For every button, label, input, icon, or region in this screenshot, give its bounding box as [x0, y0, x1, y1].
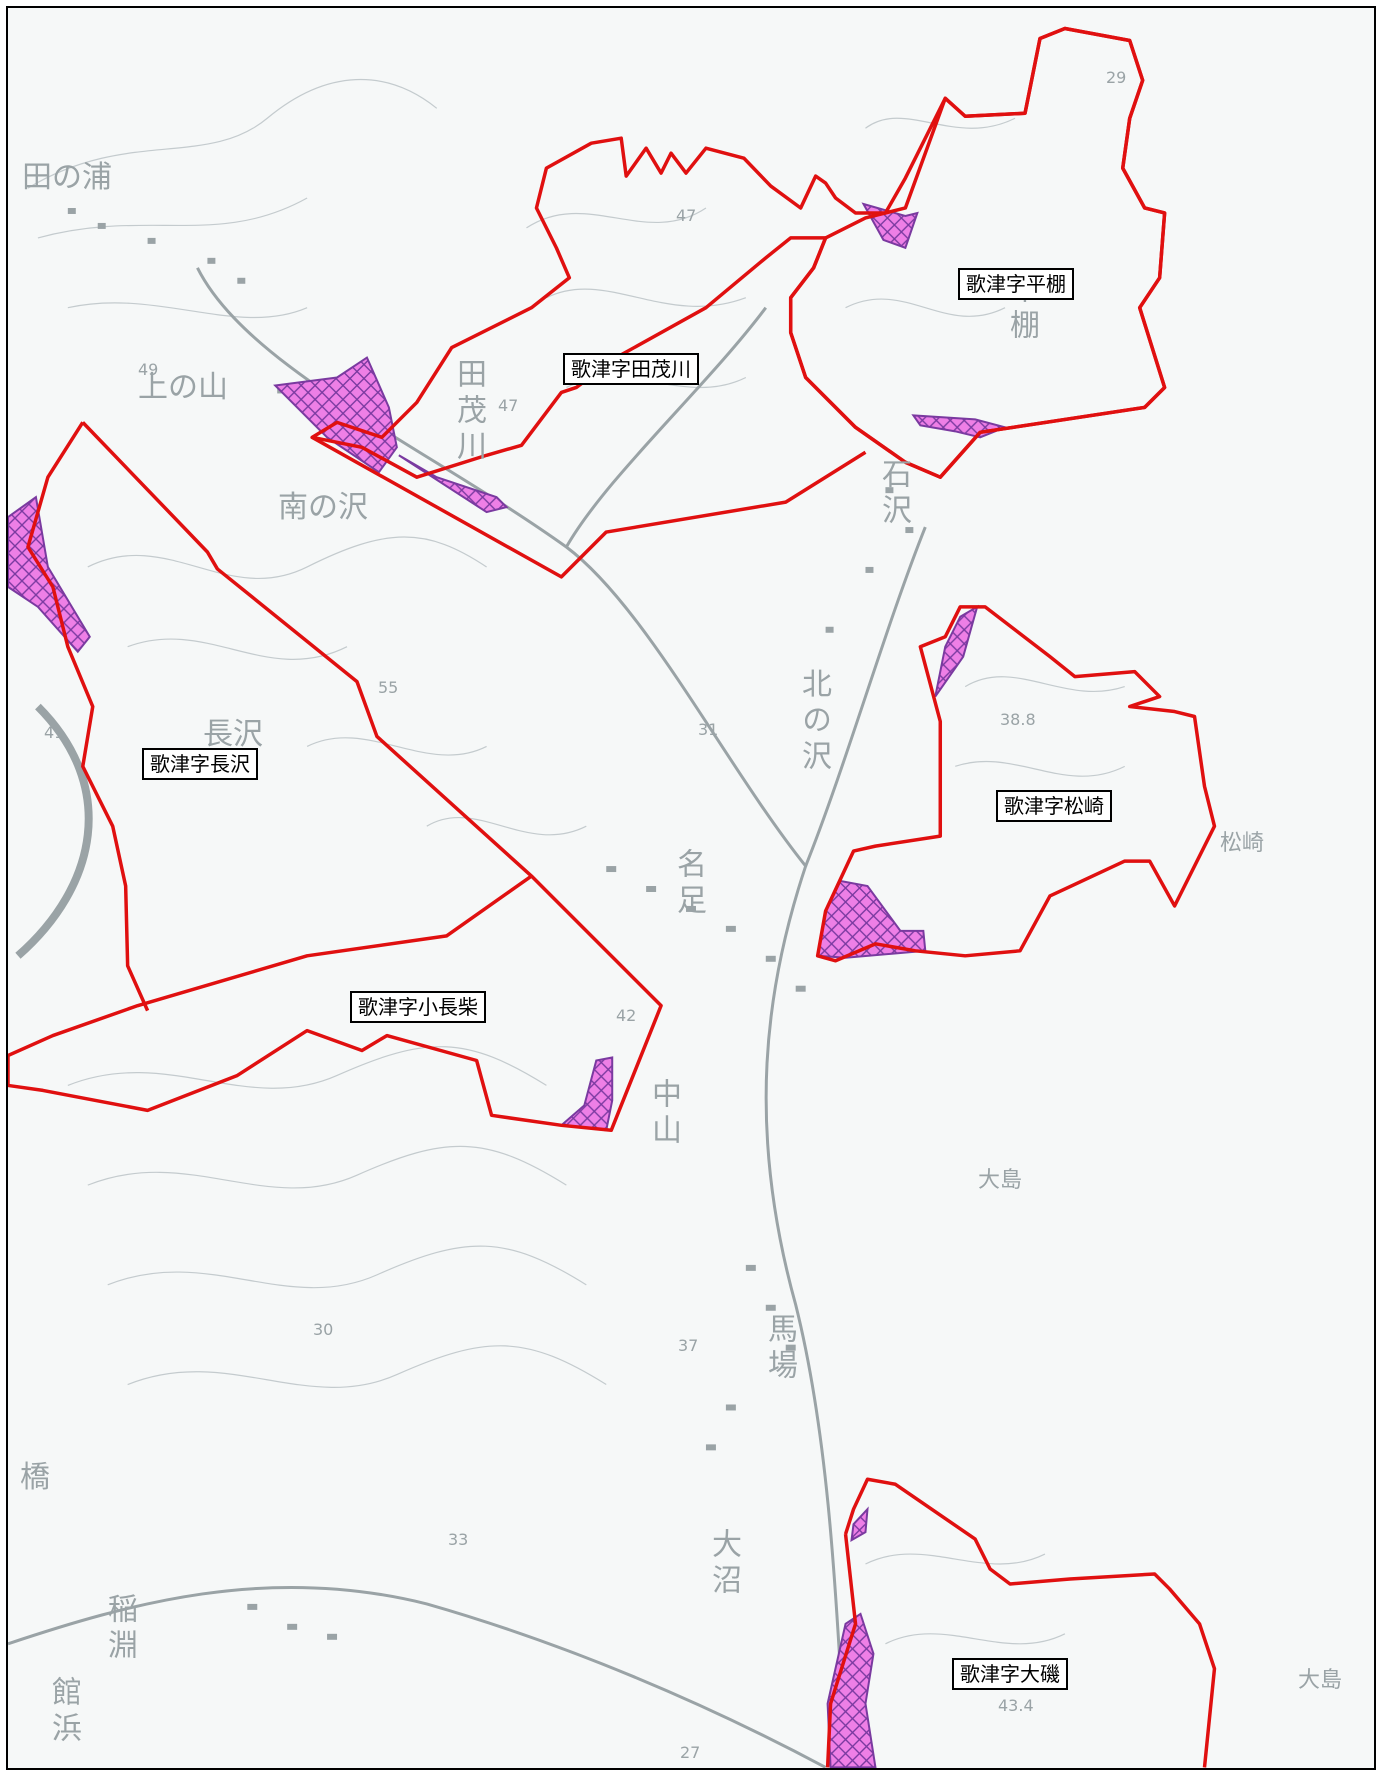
- place-name-ooshima: 大島: [978, 1168, 1023, 1193]
- place-name-tanoura: 田の浦: [22, 160, 112, 195]
- hazard-area[interactable]: [911, 414, 1009, 439]
- hazard-area[interactable]: [826, 1612, 877, 1768]
- basemap-buildings: [67, 207, 914, 1640]
- elevation-29: 29: [1106, 68, 1127, 87]
- elevation-47: 47: [676, 206, 697, 225]
- elevation-41: 41: [44, 723, 65, 742]
- hazard-area[interactable]: [8, 495, 91, 654]
- place-name-tamogawa: 田茂川: [451, 358, 486, 466]
- place-name-minaminosawa: 南の沢: [278, 490, 368, 525]
- boundary-tamogawa: [310, 26, 1167, 479]
- elevation-37: 37: [678, 1336, 699, 1355]
- elevation-27: 27: [680, 1743, 701, 1762]
- hazard-area[interactable]: [559, 1056, 614, 1132]
- boundary-matsuzaki: [815, 605, 1217, 963]
- place-name-oonuma: 大沼: [706, 1528, 741, 1600]
- elevation-33: 33: [448, 1530, 469, 1549]
- hazard-area[interactable]: [850, 1506, 869, 1542]
- place-name-baba: 馬場: [762, 1313, 797, 1385]
- hazard-area[interactable]: [816, 879, 927, 959]
- map-frame[interactable]: 田の浦 上の山 田茂川 南の沢 北の沢 石沢 平棚 松崎 長沢 中山 名足 大島…: [6, 6, 1376, 1770]
- place-name-matsuzaki: 松崎: [1220, 831, 1265, 856]
- elevation-31: 31: [698, 720, 719, 739]
- elevation-38-8: 38.8: [1000, 710, 1036, 729]
- elevation-30: 30: [313, 1320, 334, 1339]
- basemap-contours: [27, 78, 1125, 1645]
- topographic-map[interactable]: [8, 8, 1374, 1768]
- elevation-49: 49: [138, 360, 159, 379]
- place-name-nagasawa: 長沢: [203, 717, 263, 752]
- region-label-matsuzaki[interactable]: 歌津字松崎: [996, 790, 1112, 822]
- place-name-ooshima-2: 大島: [1298, 1668, 1343, 1693]
- boundary-nagasawa: [8, 421, 663, 1133]
- boundary-hiratana: [788, 26, 1167, 479]
- elevation-42: 42: [616, 1006, 637, 1025]
- region-label-tamogawa[interactable]: 歌津字田茂川: [563, 353, 699, 385]
- region-label-ooiso[interactable]: 歌津字大磯: [952, 1658, 1068, 1690]
- hazard-areas[interactable]: [8, 202, 1009, 1768]
- region-boundaries: [8, 26, 1217, 1768]
- place-name-kitanosawa: 北の沢: [796, 668, 831, 776]
- region-label-nagasawa[interactable]: 歌津字長沢: [142, 748, 258, 780]
- place-name-hashi: 橋: [20, 1460, 50, 1495]
- region-label-hiratana[interactable]: 歌津字平棚: [958, 268, 1074, 300]
- place-name-ishizawa: 石沢: [876, 458, 911, 530]
- boundary-nagasawa-west: [26, 421, 150, 1012]
- elevation-55: 55: [378, 678, 399, 697]
- elevation-47-2: 47: [498, 396, 519, 415]
- place-name-nagashi: 名足: [671, 848, 706, 920]
- basemap-river: [15, 703, 93, 959]
- boundary-ooiso: [825, 1477, 1217, 1768]
- place-name-inabuchi: 稲淵: [102, 1593, 137, 1665]
- place-name-tatehama: 館浜: [46, 1676, 81, 1748]
- boundary-tamogawa-south: [311, 435, 867, 579]
- elevation-43-4: 43.4: [998, 1696, 1034, 1715]
- region-label-konagashiba[interactable]: 歌津字小長柴: [350, 991, 486, 1023]
- basemap-roads: [8, 267, 927, 1768]
- place-name-kaminoyama: 上の山: [138, 370, 228, 405]
- place-name-nakayama: 中山: [646, 1078, 681, 1150]
